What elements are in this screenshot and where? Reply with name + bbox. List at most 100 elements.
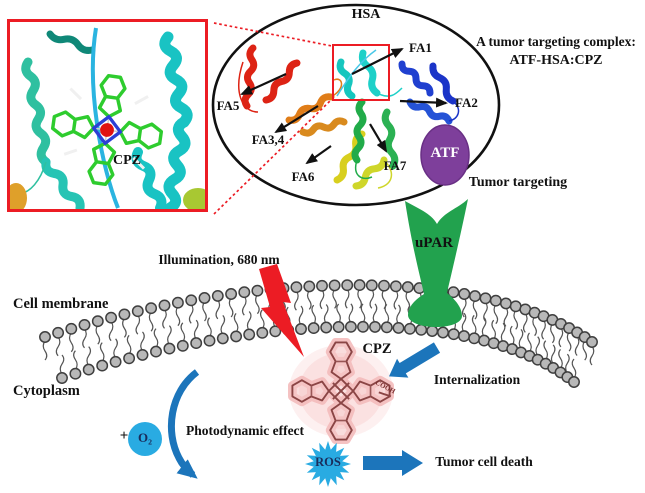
lipid-head — [437, 326, 449, 339]
lipid-head — [163, 342, 176, 355]
zoom-connector-top — [213, 22, 333, 47]
lipid-head — [171, 296, 184, 309]
lipid-tail — [108, 321, 114, 342]
lipid-head — [353, 279, 366, 292]
lipid-head — [380, 321, 393, 334]
fa7-arrow — [369, 123, 388, 153]
fa7-label: FA7 — [383, 158, 407, 173]
lipid-head — [344, 320, 357, 333]
lipid-head — [105, 311, 118, 324]
photodynamic-curved-arrow — [167, 369, 200, 479]
lipid-head — [238, 286, 251, 299]
lipid-tail — [215, 299, 221, 320]
lipid-tail — [233, 313, 239, 333]
complex-title-line1: A tumor targeting complex: — [476, 34, 636, 49]
internalization-label: Internalization — [433, 372, 521, 387]
lipid-tail — [574, 336, 580, 356]
lipid-head — [185, 294, 198, 307]
lipid-head — [341, 279, 354, 292]
protein-helix — [285, 93, 335, 124]
lipid-head — [332, 321, 345, 333]
lipid-tail — [582, 340, 588, 361]
lipid-head — [303, 280, 316, 293]
lipid-tail — [332, 289, 337, 309]
lipid-tail — [503, 307, 509, 327]
fa6-arrow — [305, 145, 332, 165]
lipid-tail — [471, 314, 477, 335]
protein-helix — [352, 156, 388, 190]
lipid-tail — [59, 354, 65, 375]
lipid-tail — [369, 288, 375, 309]
lipid-head — [225, 288, 238, 300]
photodynamic-label: Photodynamic effect — [185, 423, 305, 438]
lipid-head — [131, 305, 144, 318]
inset-graphics — [5, 27, 213, 214]
lipid-head — [91, 315, 104, 328]
lipid-tail — [113, 338, 118, 359]
fa6-label: FA6 — [291, 169, 315, 184]
lipid-head — [357, 320, 369, 333]
cpz-label: CPZ — [362, 341, 392, 357]
lipid-head — [145, 302, 158, 315]
lipid-tail — [167, 325, 172, 345]
cytoplasm-label: Cytoplasm — [13, 383, 80, 399]
lipid-tail — [357, 288, 362, 309]
oxygen-label: O₂ — [137, 430, 152, 445]
lipid-tail — [481, 317, 487, 337]
lipid-head — [123, 352, 136, 365]
lipid-head — [458, 288, 471, 300]
lipid-head — [251, 284, 264, 297]
lipid-tail — [311, 304, 317, 325]
lipid-tail — [348, 303, 354, 324]
cpz-binding-inset — [5, 19, 213, 214]
lipid-tail — [558, 327, 564, 348]
ros-star-polygon — [305, 441, 351, 487]
lipid-head — [52, 326, 65, 339]
lipid-tail — [550, 323, 555, 344]
lipid-head — [316, 279, 328, 292]
protein-loop — [336, 49, 377, 97]
lipid-tail — [188, 303, 194, 324]
lipid-tail — [140, 331, 145, 352]
fa1-arrow — [351, 48, 404, 75]
lipid-tail — [543, 340, 549, 361]
fa2-label: FA2 — [455, 95, 478, 110]
lipid-head — [230, 330, 243, 343]
lipid-head — [307, 322, 320, 335]
lipid-head — [401, 281, 414, 294]
protein-helix — [46, 30, 96, 54]
lipid-head — [243, 328, 256, 341]
complex-title-line2: ATF-HSA:CPZ — [509, 53, 603, 68]
lipid-tail — [86, 346, 92, 366]
lipid-head — [389, 280, 402, 293]
lipid-head — [378, 279, 390, 292]
lipid-tail — [298, 305, 304, 326]
protein-helix — [262, 59, 301, 104]
lipid-tail — [384, 303, 390, 324]
lipid-tail — [558, 349, 563, 369]
lipid-tail — [259, 309, 265, 330]
hsa-label: HSA — [351, 7, 381, 22]
protein-helix — [406, 98, 453, 125]
lipid-head — [136, 348, 149, 361]
lipid-tail — [148, 311, 154, 332]
lipid-tail — [472, 299, 478, 320]
lipid-tail — [393, 289, 399, 310]
lipid-head — [468, 332, 481, 345]
protein-loop — [376, 87, 403, 97]
protein-loop — [238, 61, 259, 113]
protein-helix — [381, 108, 399, 170]
lipid-head — [369, 320, 381, 333]
tumor-death-arrow — [363, 450, 423, 476]
fa5-arrow — [240, 72, 287, 96]
lipid-head — [56, 372, 68, 384]
cell-membrane-label: Cell membrane — [13, 296, 109, 312]
fa2-arrow — [399, 97, 448, 108]
lipid-tail — [73, 350, 78, 371]
lipid-head — [489, 294, 502, 307]
lipid-tail — [180, 322, 186, 343]
zoom-region-square — [332, 44, 390, 101]
lipid-tail — [162, 309, 167, 329]
lipid-tail — [95, 324, 101, 345]
